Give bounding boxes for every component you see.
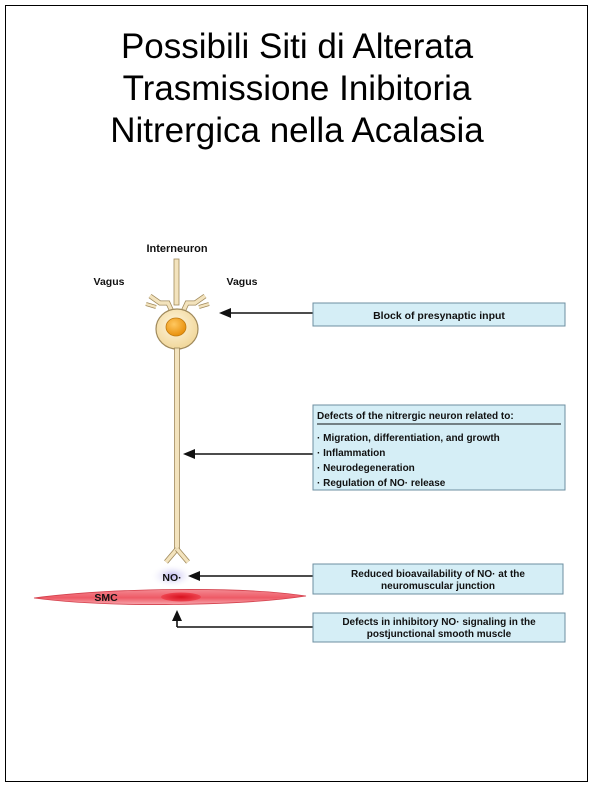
- label-interneuron: Interneuron: [146, 243, 207, 255]
- axon: [175, 348, 180, 550]
- neuron-defect-item: · Neurodegeneration: [317, 463, 415, 474]
- box-presynaptic-text: Block of presynaptic input: [373, 310, 505, 322]
- label-no: NO·: [162, 572, 181, 584]
- box-signaling-line1: Defects in inhibitory NO· signaling in t…: [342, 617, 536, 628]
- box-neuron-defects-title: Defects of the nitrergic neuron related …: [317, 411, 514, 422]
- arrow-signaling: [172, 610, 313, 627]
- box-signaling-line2: postjunctional smooth muscle: [367, 629, 512, 640]
- arrow-presynaptic: [219, 308, 313, 318]
- neuron-defect-item: · Inflammation: [317, 448, 385, 459]
- label-smc: SMC: [94, 592, 118, 604]
- box-bioavailability-line1: Reduced bioavailability of NO· at the: [351, 569, 525, 580]
- arrow-neuron-defects: [183, 449, 313, 459]
- dendrites: [146, 259, 209, 316]
- axon-terminal: [166, 549, 188, 562]
- neuron-nucleus: [166, 318, 186, 336]
- neuron-defect-item: · Migration, differentiation, and growth: [317, 433, 500, 444]
- arrow-bioavailability: [188, 571, 313, 581]
- neuron-defect-item: · Regulation of NO· release: [317, 478, 446, 489]
- smc-nucleus: [161, 593, 201, 602]
- label-vagus-right: Vagus: [227, 276, 258, 288]
- label-vagus-left: Vagus: [94, 276, 125, 288]
- box-bioavailability-line2: neuromuscular junction: [381, 581, 495, 592]
